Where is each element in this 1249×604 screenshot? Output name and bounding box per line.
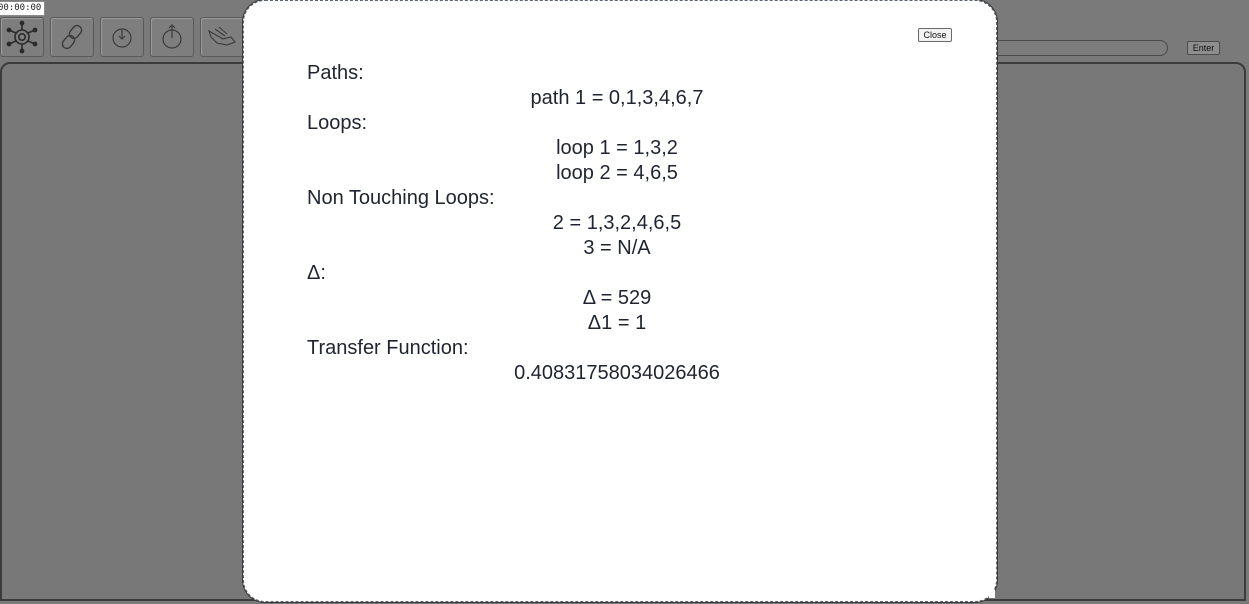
chain-link-icon — [57, 22, 87, 52]
link-tool-button[interactable] — [50, 17, 94, 57]
gear-node-icon — [4, 20, 40, 54]
output-node-tool-button[interactable] — [150, 17, 194, 57]
transfer-function-label: Transfer Function: — [307, 337, 469, 359]
results-content: Paths: path 1 = 0,1,3,4,6,7 Loops: loop … — [307, 61, 927, 386]
close-button[interactable]: Close — [918, 28, 952, 42]
loop-value: loop 1 = 1,3,2 — [556, 137, 678, 159]
circle-arrow-down-icon — [109, 24, 135, 50]
transfer-function-value: 0.40831758034026466 — [514, 362, 720, 384]
delta-label: Δ: — [307, 262, 326, 284]
circle-arrow-up-icon — [159, 23, 185, 51]
loop-value: loop 2 = 4,6,5 — [556, 162, 678, 184]
modal-resize-handle[interactable] — [989, 590, 995, 598]
enter-button[interactable]: Enter — [1187, 41, 1220, 55]
delta-value: Δ1 = 1 — [587, 312, 647, 334]
expression-input[interactable] — [996, 40, 1168, 56]
delta-value: Δ = 529 — [582, 287, 652, 309]
hand-pointer-icon — [205, 23, 239, 51]
non-touching-value: 2 = 1,3,2,4,6,5 — [552, 212, 682, 234]
input-node-tool-button[interactable] — [100, 17, 144, 57]
results-modal: Close Paths: path 1 = 0,1,3,4,6,7 Loops:… — [243, 0, 997, 602]
node-tool-button[interactable] — [0, 17, 44, 57]
timer-readout: 00:00:00 — [0, 1, 46, 16]
paths-label: Paths: — [307, 62, 364, 84]
pan-tool-button[interactable] — [200, 17, 244, 57]
path-value: path 1 = 0,1,3,4,6,7 — [530, 87, 704, 109]
non-touching-value: 3 = N/A — [583, 237, 651, 259]
loops-label: Loops: — [307, 112, 368, 134]
non-touching-loops-label: Non Touching Loops: — [307, 187, 495, 209]
